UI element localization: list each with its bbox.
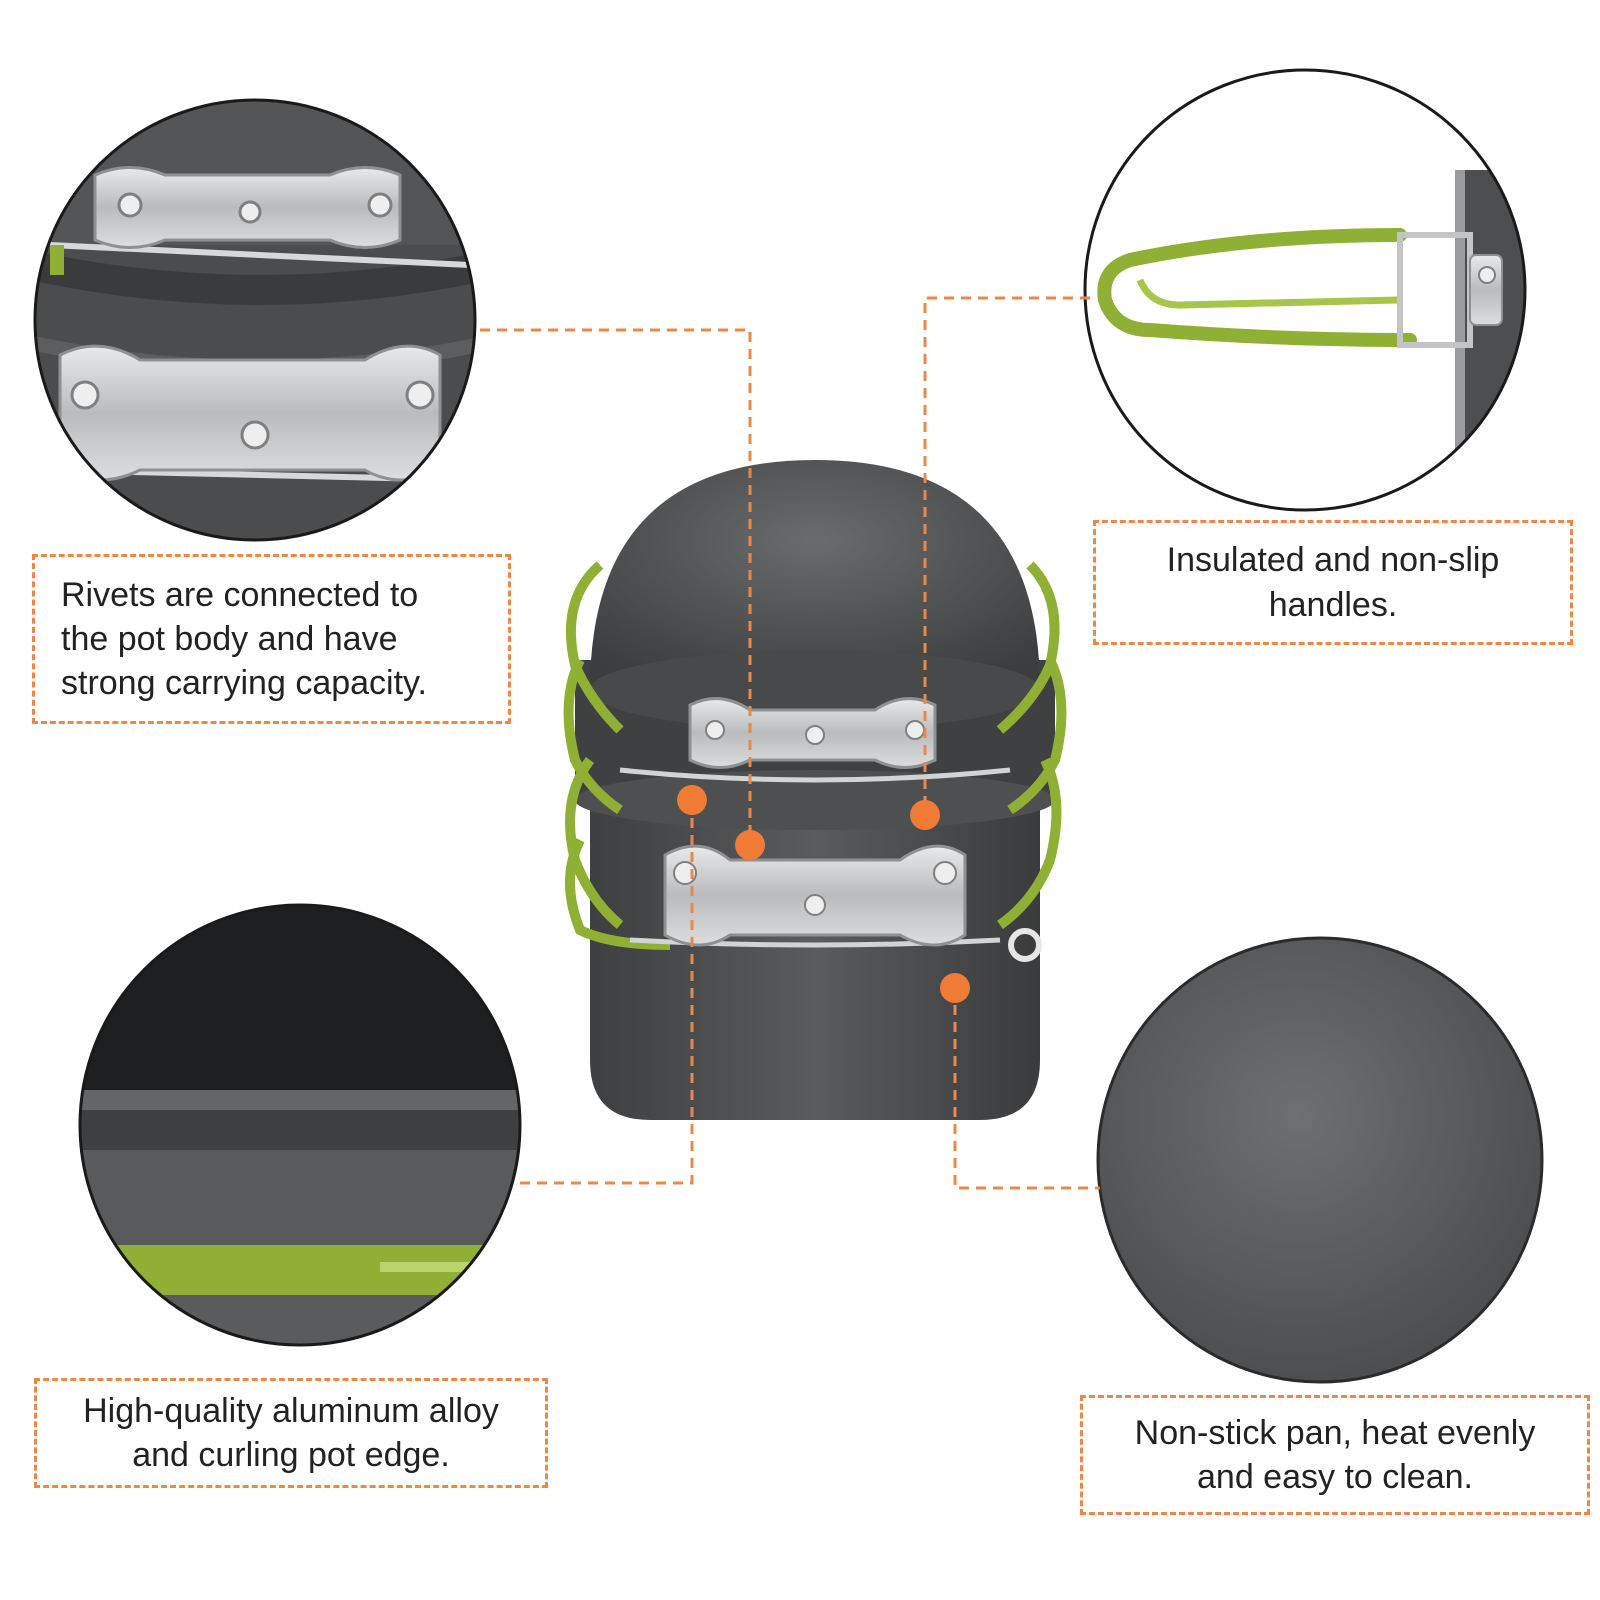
cookware-set (563, 460, 1067, 1120)
caption-rivets-text: Rivets are connected to the pot body and… (61, 575, 427, 703)
handles-detail-circle (1083, 68, 1527, 512)
caption-nonstick-text: Non-stick pan, heat evenly and easy to c… (1134, 1413, 1536, 1496)
callout-dot-alloy (677, 785, 707, 815)
caption-alloy-text: High-quality aluminum alloy and curling … (83, 1391, 499, 1474)
nonstick-detail-circle (1096, 936, 1544, 1384)
rivets-detail-circle (33, 98, 477, 542)
caption-handles-text: Insulated and non-slip handles. (1166, 541, 1500, 624)
callout-dot-handles (910, 800, 940, 830)
leader-lines (480, 296, 1100, 1190)
alloy-detail-circle (78, 903, 522, 1347)
caption-rivets: Rivets are connected to the pot body and… (32, 554, 511, 724)
callout-dots (677, 785, 970, 1003)
caption-handles: Insulated and non-slip handles. (1093, 520, 1573, 645)
callout-dot-rivets (735, 830, 765, 860)
caption-nonstick: Non-stick pan, heat evenly and easy to c… (1080, 1395, 1590, 1515)
caption-alloy: High-quality aluminum alloy and curling … (34, 1378, 548, 1488)
callout-dot-nonstick (940, 973, 970, 1003)
